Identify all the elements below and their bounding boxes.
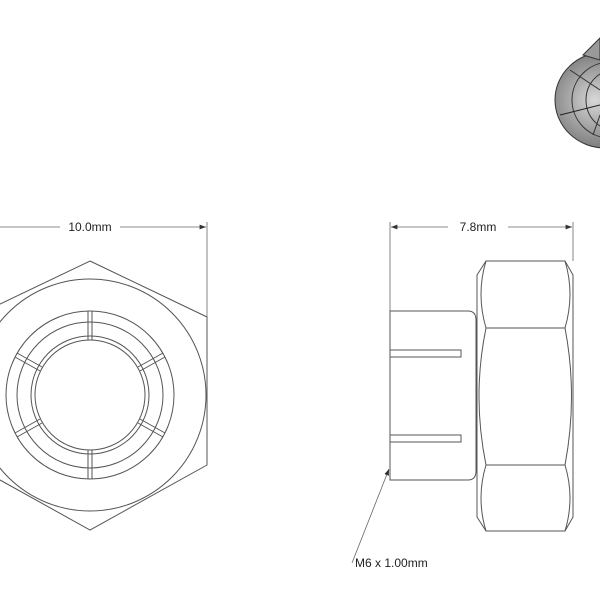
isometric-view [554, 37, 600, 149]
leader-line [351, 468, 390, 564]
front-view: 10.0mm [0, 220, 208, 531]
width-dimension-label: 10.0mm [68, 220, 111, 234]
slot [390, 349, 462, 358]
height-dimension-label: 7.8mm [460, 220, 497, 234]
thread-callout-label: M6 x 1.00mm [355, 556, 428, 570]
side-view: 7.8mm M6 x 1.00mm [351, 220, 574, 570]
slot [390, 434, 462, 443]
